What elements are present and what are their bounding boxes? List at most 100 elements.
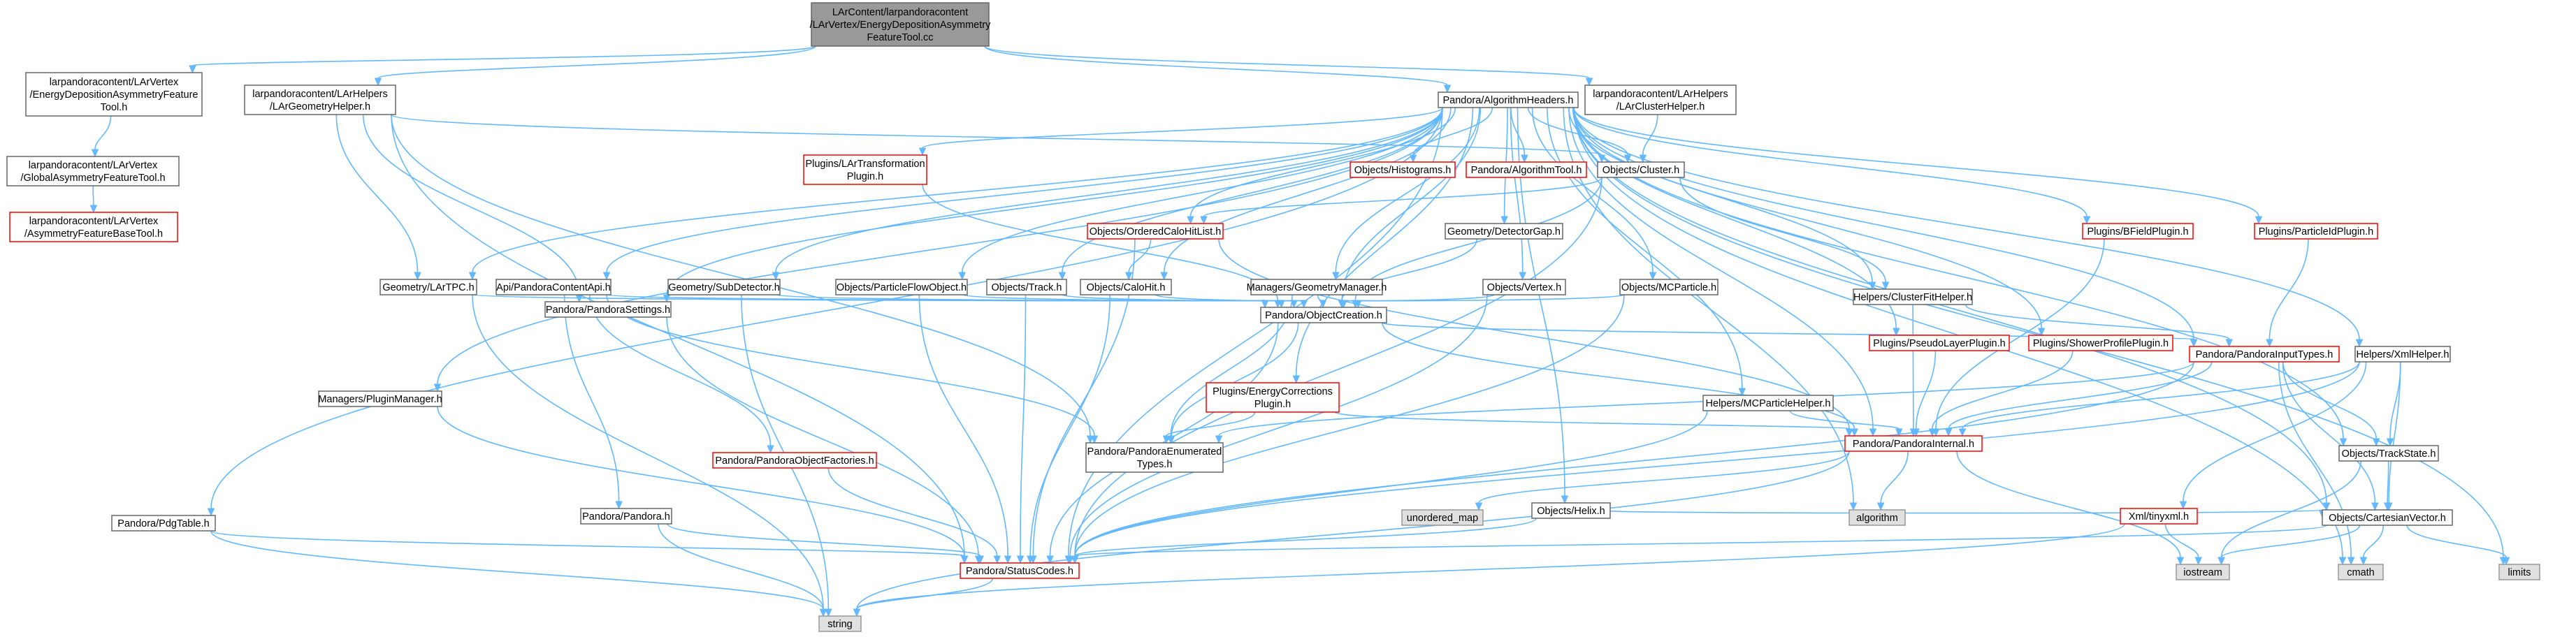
- edge-arrowhead: [2347, 557, 2355, 566]
- edge-line: [2406, 525, 2507, 558]
- node-pandora-pandora-h[interactable]: Pandora/Pandora.h: [580, 508, 672, 525]
- node-label: Helpers/ClusterFitHelper.h: [1853, 292, 1972, 303]
- edge-line: [92, 185, 94, 206]
- edge-arrowhead: [1046, 555, 1054, 564]
- edge-algheaders-to-xmlhelper: [1573, 107, 2364, 348]
- node-objects-mcparticle-h[interactable]: Objects/MCParticle.h: [1619, 279, 1718, 295]
- node-label: Objects/Vertex.h: [1487, 282, 1561, 293]
- node-label: Plugins/BFieldPlugin.h: [2087, 226, 2188, 237]
- edge-inputtypes-to-trackstate: [2282, 361, 2380, 447]
- node-larpandoracontent-larhelpers-larclusterhelper-h[interactable]: larpandoracontent/LArHelpers/LArClusterH…: [1584, 85, 1737, 115]
- edge-internal-to-algorithm: [1876, 451, 1909, 511]
- edge-internal-to-unordered_map: [1475, 451, 1850, 511]
- node-pandora-pdgtable-h[interactable]: Pandora/PdgTable.h: [111, 515, 216, 532]
- edge-arrowhead: [1167, 435, 1175, 444]
- node-helpers-clusterfithelper-h[interactable]: Helpers/ClusterFitHelper.h: [1853, 288, 1973, 305]
- edge-pseudolayer-to-internal: [1912, 350, 1937, 437]
- edge-arrowhead: [468, 272, 477, 281]
- node-objects-particleflowobject-h[interactable]: Objects/ParticleFlowObject.h: [835, 279, 968, 295]
- edge-line: [437, 107, 1443, 385]
- node-box: [1466, 161, 1587, 178]
- edge-arrowhead: [1738, 388, 1746, 397]
- node-larpandoracontent-larhelpers-largeometryhelper-h[interactable]: larpandoracontent/LArHelpers/LArGeometry…: [244, 85, 396, 115]
- node-api-pandoracontentapi-h[interactable]: Api/PandoraContentApi.h: [495, 279, 612, 295]
- node-larpandoracontent-larvertex-globalasymmetryfeaturetool-h[interactable]: larpandoracontent/LArVertex/GlobalAsymme…: [6, 156, 180, 186]
- node-objects-orderedcalohitlist-h[interactable]: Objects/OrderedCaloHitList.h: [1087, 223, 1224, 240]
- edge-helix-to-cartvector: [1609, 509, 2327, 518]
- node-plugins-bfieldplugin-h[interactable]: Plugins/BFieldPlugin.h: [2082, 223, 2194, 240]
- node-plugins-particleidplugin-h[interactable]: Plugins/ParticleIdPlugin.h: [2254, 223, 2378, 240]
- node-pandora-pandorainputtypes-h[interactable]: Pandora/PandoraInputTypes.h: [2189, 346, 2340, 363]
- node-label: LArContent/larpandoracontent: [832, 7, 968, 18]
- edge-line: [1478, 451, 1850, 504]
- node-pandora-statuscodes-h[interactable]: Pandora/StatusCodes.h: [960, 562, 1080, 579]
- node-pandora-pandorasettings-h[interactable]: Pandora/PandoraSettings.h: [544, 301, 672, 318]
- edge-line: [2183, 361, 2367, 502]
- node-label: larpandoracontent/LArHelpers: [252, 89, 387, 100]
- edge-arrowhead: [825, 608, 832, 617]
- edge-arrowhead: [1881, 281, 1890, 291]
- node-objects-trackstate-h[interactable]: Objects/TrackState.h: [2338, 445, 2439, 462]
- edge-line: [2278, 361, 2352, 558]
- edge-algheaders-to-contentapi: [602, 107, 1443, 281]
- node-pandora-pandorainternal-h[interactable]: Pandora/PandoraInternal.h: [1844, 435, 1983, 452]
- node-geometry-subdetector-h[interactable]: Geometry/SubDetector.h: [667, 279, 781, 295]
- node-pandora-pandoraobjectfactories-h[interactable]: Pandora/PandoraObjectFactories.h: [712, 452, 877, 469]
- node-helpers-mcparticlehelper-h[interactable]: Helpers/MCParticleHelper.h: [1702, 395, 1834, 411]
- edge-arrowhead: [2338, 557, 2347, 566]
- node-managers-pluginmanager-h[interactable]: Managers/PluginManager.h: [318, 390, 442, 407]
- node-xml-tinyxml-h[interactable]: Xml/tinyxml.h: [2120, 508, 2198, 525]
- node-box: [1844, 435, 1983, 452]
- node-label: /LArGeometryHelper.h: [270, 101, 370, 112]
- edge-arrowhead: [1649, 272, 1657, 281]
- edge-arrowhead: [1071, 555, 1079, 564]
- node-objects-histograms-h[interactable]: Objects/Histograms.h: [1349, 161, 1456, 178]
- node-pandora-objectcreation-h[interactable]: Pandora/ObjectCreation.h: [1260, 307, 1387, 323]
- node-pandora-algorithmtool-h[interactable]: Pandora/AlgorithmTool.h: [1466, 161, 1587, 178]
- node-box: [1848, 509, 1906, 526]
- node-helpers-xmlhelper-h[interactable]: Helpers/XmlHelper.h: [2354, 346, 2451, 363]
- node-label: Plugin.h: [847, 171, 883, 182]
- node-label: Tool.h: [101, 102, 128, 113]
- node-plugins-showerprofileplugin-h[interactable]: Plugins/ShowerProfilePlugin.h: [2028, 335, 2173, 351]
- edge-line: [1068, 107, 1443, 557]
- node-objects-calohit-h[interactable]: Objects/CaloHit.h: [1080, 279, 1172, 295]
- node-label: iostream: [2183, 567, 2222, 578]
- edge-arrowhead: [1261, 300, 1269, 309]
- edge-line: [962, 107, 1443, 273]
- edge-line: [1062, 107, 1443, 273]
- edge-line: [1074, 294, 1625, 557]
- edge-arrowhead: [1354, 300, 1362, 309]
- edge-arrowhead: [1319, 300, 1327, 309]
- node-objects-cartesianvector-h[interactable]: Objects/CartesianVector.h: [2322, 509, 2453, 526]
- node-plugins-pseudolayerplugin-h[interactable]: Plugins/PseudoLayerPlugin.h: [1869, 335, 2010, 351]
- edge-arrowhead: [1215, 435, 1223, 444]
- edge-line: [2220, 460, 2361, 558]
- node-geometry-lartpc-h[interactable]: Geometry/LArTPC.h: [379, 279, 477, 295]
- node-box: [2176, 564, 2230, 580]
- node-managers-geometrymanager-h[interactable]: Managers/GeometryManager.h: [1247, 279, 1387, 295]
- edge-line: [1573, 107, 2344, 439]
- edge-line: [667, 523, 981, 557]
- node-box: [1853, 288, 1973, 305]
- edge-line: [1074, 525, 2327, 557]
- node-box: [2322, 509, 2453, 526]
- edge-arrowhead: [2502, 557, 2510, 566]
- node-pandora-algorithmheaders-h[interactable]: Pandora/AlgorithmHeaders.h: [1438, 91, 1579, 108]
- node-box: [2354, 346, 2451, 363]
- edge-line: [2164, 523, 2199, 558]
- node-objects-helix-h[interactable]: Objects/Helix.h: [1531, 502, 1611, 519]
- node-objects-cluster-h[interactable]: Objects/Cluster.h: [1597, 161, 1685, 178]
- node-objects-track-h[interactable]: Objects/Track.h: [986, 279, 1067, 295]
- node-geometry-detectorgap-h[interactable]: Geometry/DetectorGap.h: [1445, 223, 1563, 240]
- node-label: Objects/Histograms.h: [1354, 165, 1452, 176]
- node-larpandoracontent-larvertex-energydepositionasymmetryfeaturetool-h[interactable]: larpandoracontent/LArVertex/EnergyDeposi…: [25, 72, 203, 117]
- node-larpandoracontent-larvertex-asymmetryfeaturebasetool-h[interactable]: larpandoracontent/LArVertex/AsymmetryFea…: [9, 212, 178, 242]
- node-objects-vertex-h[interactable]: Objects/Vertex.h: [1482, 279, 1566, 295]
- node-box: [2254, 223, 2378, 240]
- edges-layer: [89, 45, 2510, 617]
- edge-line: [1074, 361, 2360, 557]
